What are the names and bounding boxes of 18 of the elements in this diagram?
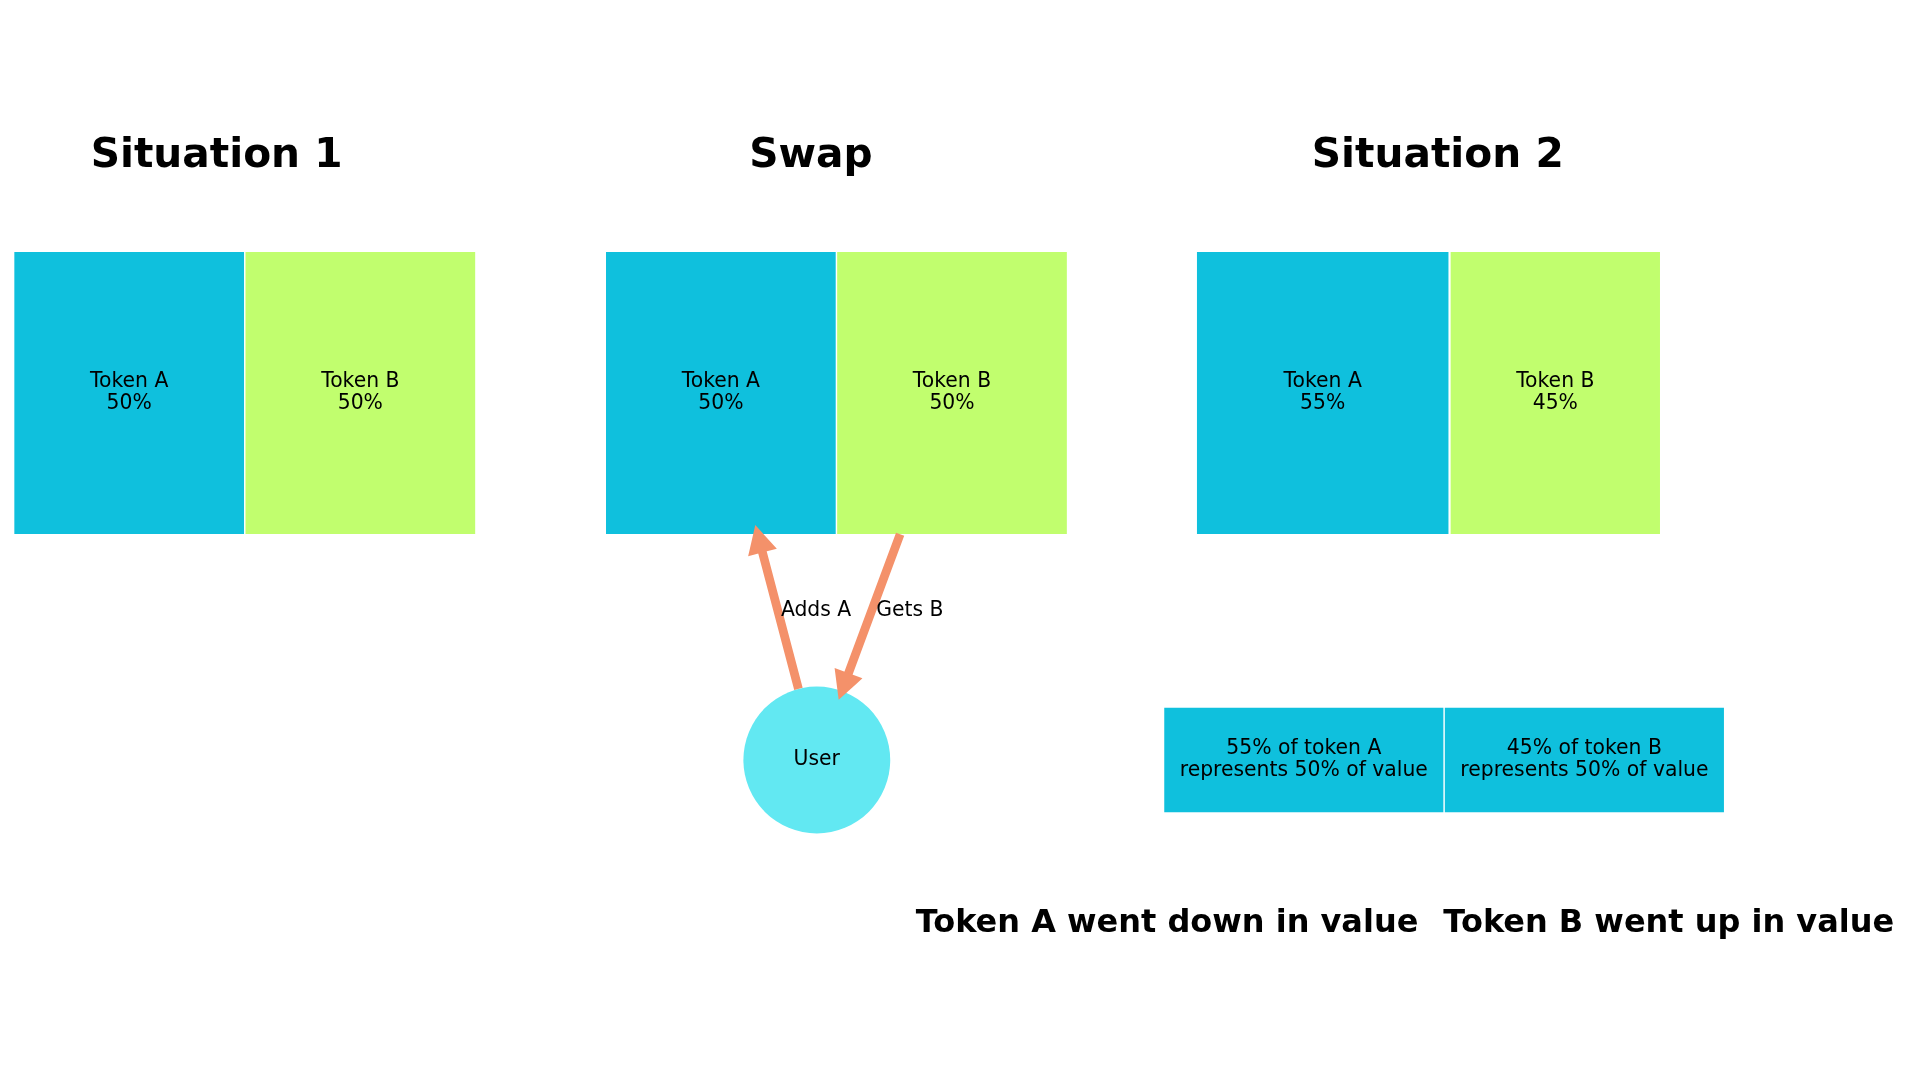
label: Token B went up in value xyxy=(1443,901,1895,940)
node-box: Token A 55% xyxy=(1196,251,1449,534)
node-box: Token B 45% xyxy=(1450,251,1660,534)
edge-label: Gets B xyxy=(876,596,944,621)
node-box: Token A 50% xyxy=(606,251,836,534)
arrow xyxy=(834,532,905,700)
node-box: 45% of token B represents 50% of value xyxy=(1444,707,1724,812)
label: Token A went down in value xyxy=(915,901,1419,940)
label: Situation 2 xyxy=(1311,128,1564,177)
node-box: Token A 50% xyxy=(14,251,245,534)
node-box: Token B 50% xyxy=(245,251,476,534)
node-box: 55% of token A represents 50% of value xyxy=(1164,707,1444,812)
edge-label: Adds A xyxy=(780,596,852,621)
label: Situation 1 xyxy=(90,128,343,177)
arrow xyxy=(748,524,803,690)
node-circle: User xyxy=(743,686,891,833)
node-box: Token B 50% xyxy=(837,251,1067,534)
label: Swap xyxy=(749,128,873,177)
